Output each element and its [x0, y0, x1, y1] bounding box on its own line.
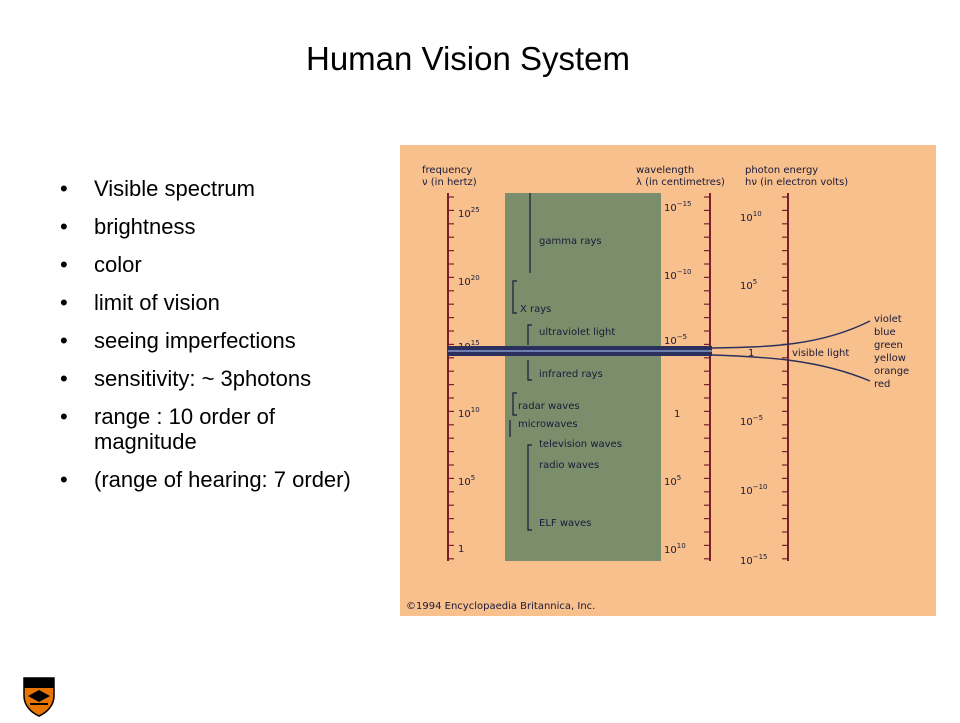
region-label-microwaves: microwaves [518, 419, 578, 430]
wavelength-tick-label: 10−15 [664, 200, 692, 214]
em-band [505, 193, 661, 561]
wavelength-tick-label: 105 [664, 474, 681, 488]
shield-icon [23, 677, 55, 717]
wavelength-tick-label: 1010 [664, 542, 686, 556]
wavelength-tick-label: 10−5 [664, 333, 687, 347]
wavelength-tick-label: 1 [674, 409, 680, 420]
wavelength-header: wavelength [636, 165, 694, 176]
frequency-tick-label: 1 [458, 544, 464, 555]
visible-color-label: orange [874, 366, 909, 377]
region-label-elf: ELF waves [539, 518, 591, 529]
bullet-item: color [60, 252, 360, 277]
energy-tick-label: 10−15 [740, 553, 768, 567]
spectrum-figure: frequency ν (in hertz) wavelength λ (in … [400, 145, 936, 616]
figure-copyright: ©1994 Encyclopaedia Britannica, Inc. [406, 601, 595, 612]
bullet-item: (range of hearing: 7 order) [60, 467, 360, 492]
bullet-item: range : 10 order of magnitude [60, 404, 360, 454]
frequency-header: frequency [422, 165, 472, 176]
frequency-header-unit: ν (in hertz) [422, 177, 477, 188]
energy-header: photon energy [745, 165, 818, 176]
energy-tick-label: 1 [748, 348, 754, 359]
visible-color-label: violet [874, 314, 902, 325]
energy-tick-label: 1010 [740, 210, 762, 224]
bullet-item: sensitivity: ~ 3photons [60, 366, 360, 391]
bullet-item: seeing imperfections [60, 328, 360, 353]
figure-background [400, 145, 936, 616]
energy-tick-label: 105 [740, 278, 757, 292]
region-label-radio: radio waves [539, 460, 599, 471]
frequency-tick-label: 1010 [458, 406, 480, 420]
region-label-television: television waves [539, 439, 622, 450]
spectrum-diagram: frequency ν (in hertz) wavelength λ (in … [400, 145, 936, 616]
region-label-infrared: infrared rays [539, 369, 603, 380]
frequency-tick-label: 105 [458, 474, 475, 488]
bullet-item: Visible spectrum [60, 176, 360, 201]
bullet-list: Visible spectrum brightness color limit … [60, 176, 360, 505]
wavelength-tick-label: 10−10 [664, 268, 692, 282]
wavelength-header-unit: λ (in centimetres) [636, 177, 725, 188]
visible-color-label: green [874, 340, 903, 351]
bullet-item: limit of vision [60, 290, 360, 315]
frequency-tick-label: 1020 [458, 274, 480, 288]
region-label-ultraviolet: ultraviolet light [539, 327, 615, 338]
region-brackets [509, 193, 532, 531]
energy-header-unit: hν (in electron volts) [745, 177, 848, 188]
region-label-radar: radar waves [518, 401, 580, 412]
visible-color-label: red [874, 379, 890, 390]
energy-tick-label: 10−5 [740, 414, 763, 428]
slide-title: Human Vision System [305, 40, 631, 77]
bullet-item: brightness [60, 214, 360, 239]
axis-ticks [448, 196, 788, 560]
university-shield-logo [22, 676, 56, 718]
visible-color-label: yellow [874, 353, 906, 364]
region-label-gamma-rays: gamma rays [539, 236, 602, 247]
visible-fan-lines [711, 320, 871, 382]
visible-color-label: blue [874, 327, 896, 338]
visible-light-label: visible light [792, 348, 849, 359]
frequency-tick-label: 1025 [458, 206, 480, 220]
region-label-x-rays: X rays [520, 304, 551, 315]
energy-tick-label: 10−10 [740, 483, 768, 497]
